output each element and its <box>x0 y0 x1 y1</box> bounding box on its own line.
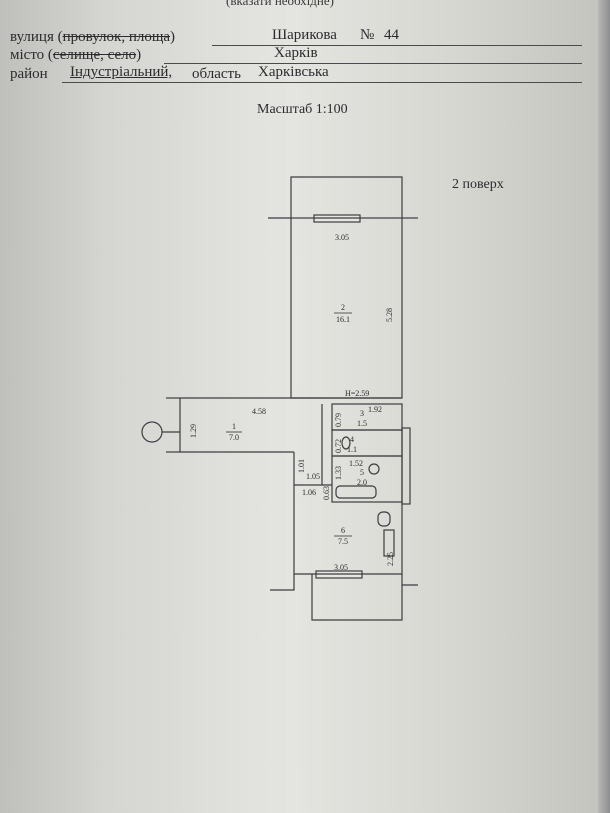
floor-label: 2 поверх <box>452 177 504 192</box>
toilet-icon <box>341 436 351 450</box>
room-5-area: 2.0 <box>357 478 367 487</box>
room-2-number: 2 <box>341 303 345 312</box>
dim-hall-width: 1.29 <box>189 424 198 438</box>
page-shadow <box>0 0 285 813</box>
city-underline <box>164 63 582 64</box>
header-note: (вказати необхідне) <box>226 0 334 8</box>
street-label: вулиця (провулок, площа) <box>10 29 176 45</box>
dim-room5-depth: 1.33 <box>334 466 343 480</box>
room-4-area: 1.1 <box>347 445 357 454</box>
number-label: № <box>360 27 375 43</box>
room-4-number: 4 <box>350 435 354 444</box>
city-label: місто (селище, село) <box>10 47 142 63</box>
dim-room3-depth: 0.79 <box>334 413 343 427</box>
room-6-number: 6 <box>341 526 345 535</box>
dim-room5-width: 1.52 <box>349 459 363 468</box>
dim-corridor-a: 1.01 <box>297 459 306 473</box>
room-3-area: 1.5 <box>357 419 367 428</box>
street-value: Шарикова <box>272 27 337 43</box>
next-page-edge <box>598 0 610 813</box>
shaft-outline <box>401 427 411 505</box>
stair-icon <box>141 421 163 443</box>
street-underline <box>212 45 582 46</box>
sink-icon <box>368 463 380 475</box>
dim-corridor-c: 1.06 <box>302 488 316 497</box>
room-2-outline <box>290 217 403 399</box>
balcony-bottom <box>311 574 403 621</box>
room-5-number: 5 <box>360 468 364 477</box>
district-label: район <box>10 66 48 82</box>
counter-icon <box>383 529 395 557</box>
dim-room3-width: 1.92 <box>368 405 382 414</box>
wall-stub-right-bottom <box>401 574 418 586</box>
dim-room6-length: 2.25 <box>386 552 395 566</box>
district-value: Індустріальний, <box>70 64 173 80</box>
bath-tub <box>335 485 377 499</box>
balcony-top <box>290 176 403 218</box>
dim-room2-width: 3.05 <box>335 233 349 242</box>
dim-ceiling-height: H=2.59 <box>345 389 369 398</box>
dim-corridor-d: 0.63 <box>322 486 331 500</box>
region-value: Харківська <box>258 64 329 80</box>
dim-room2-length: 5.28 <box>385 308 394 322</box>
district-underline <box>62 82 582 83</box>
room-3-number: 3 <box>360 409 364 418</box>
wall-stub-left-bottom <box>270 574 295 591</box>
dim-hall-length: 4.58 <box>252 407 266 416</box>
room-6-area: 7.5 <box>338 537 348 546</box>
dim-room6-width: 3.05 <box>334 563 348 572</box>
region-label: область <box>192 66 241 82</box>
dim-corridor-b: 1.05 <box>306 472 320 481</box>
room-1-number: 1 <box>232 422 236 431</box>
room-2-area: 16.1 <box>336 315 350 324</box>
dim-room4-depth: 0.72 <box>334 439 343 453</box>
number-value: 44 <box>384 27 399 43</box>
room-1-area: 7.0 <box>229 433 239 442</box>
stove-icon <box>377 511 391 527</box>
scale-label: Масштаб 1:100 <box>257 102 348 117</box>
city-value: Харків <box>274 45 318 61</box>
